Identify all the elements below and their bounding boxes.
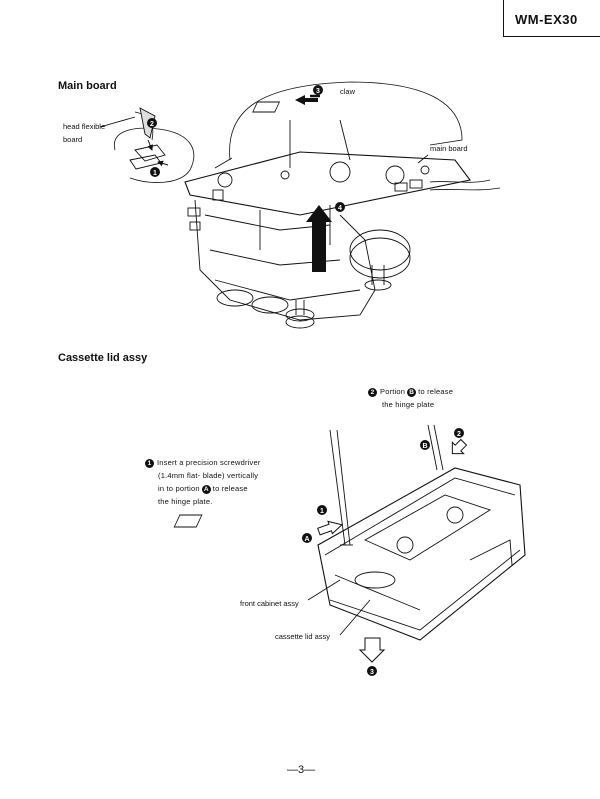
page-number: —3—	[287, 764, 316, 776]
svg-text:3: 3	[370, 669, 374, 676]
svg-text:A: A	[304, 536, 309, 543]
step1-number-badge: 1	[145, 458, 154, 468]
head-flexible-label-2: board	[63, 135, 83, 144]
slide-arrow-icon	[317, 520, 343, 536]
front-cabinet-label: front cabinet assy	[240, 599, 299, 608]
main-board-figure	[99, 81, 501, 329]
cassette-lid-title: Cassette lid assy	[58, 352, 148, 364]
model-number: WM-EX30	[515, 12, 578, 27]
svg-text:B: B	[422, 443, 427, 450]
svg-text:2: 2	[150, 121, 154, 128]
remove-arrow-icon	[358, 637, 386, 663]
main-board-title: Main board	[58, 80, 117, 92]
model-header-box	[503, 0, 600, 37]
svg-text:3: 3	[316, 88, 320, 95]
portion-a-ref-badge: A	[201, 484, 211, 494]
head-flexible-label-1: head flexible	[63, 122, 106, 131]
claw-label: claw	[340, 87, 356, 96]
release-arrow-icon	[451, 438, 468, 455]
claw-arrow-icon	[295, 95, 318, 105]
lift-arrow-icon	[306, 205, 332, 272]
portion-b-ref-badge: B	[407, 387, 417, 397]
svg-text:1: 1	[320, 508, 324, 515]
cassette-step-markers: A B 1 2 3	[302, 428, 464, 676]
main-board-step-markers: 2 1 3 4	[147, 85, 345, 212]
cassette-lid-label: cassette lid assy	[275, 632, 331, 641]
svg-text:4: 4	[338, 205, 342, 212]
main-board-label: main board	[430, 144, 468, 153]
cassette-lid-figure	[173, 424, 526, 641]
step2-number-badge: 2	[368, 387, 377, 397]
svg-text:1: 1	[153, 170, 157, 177]
svg-text:2: 2	[457, 431, 461, 438]
